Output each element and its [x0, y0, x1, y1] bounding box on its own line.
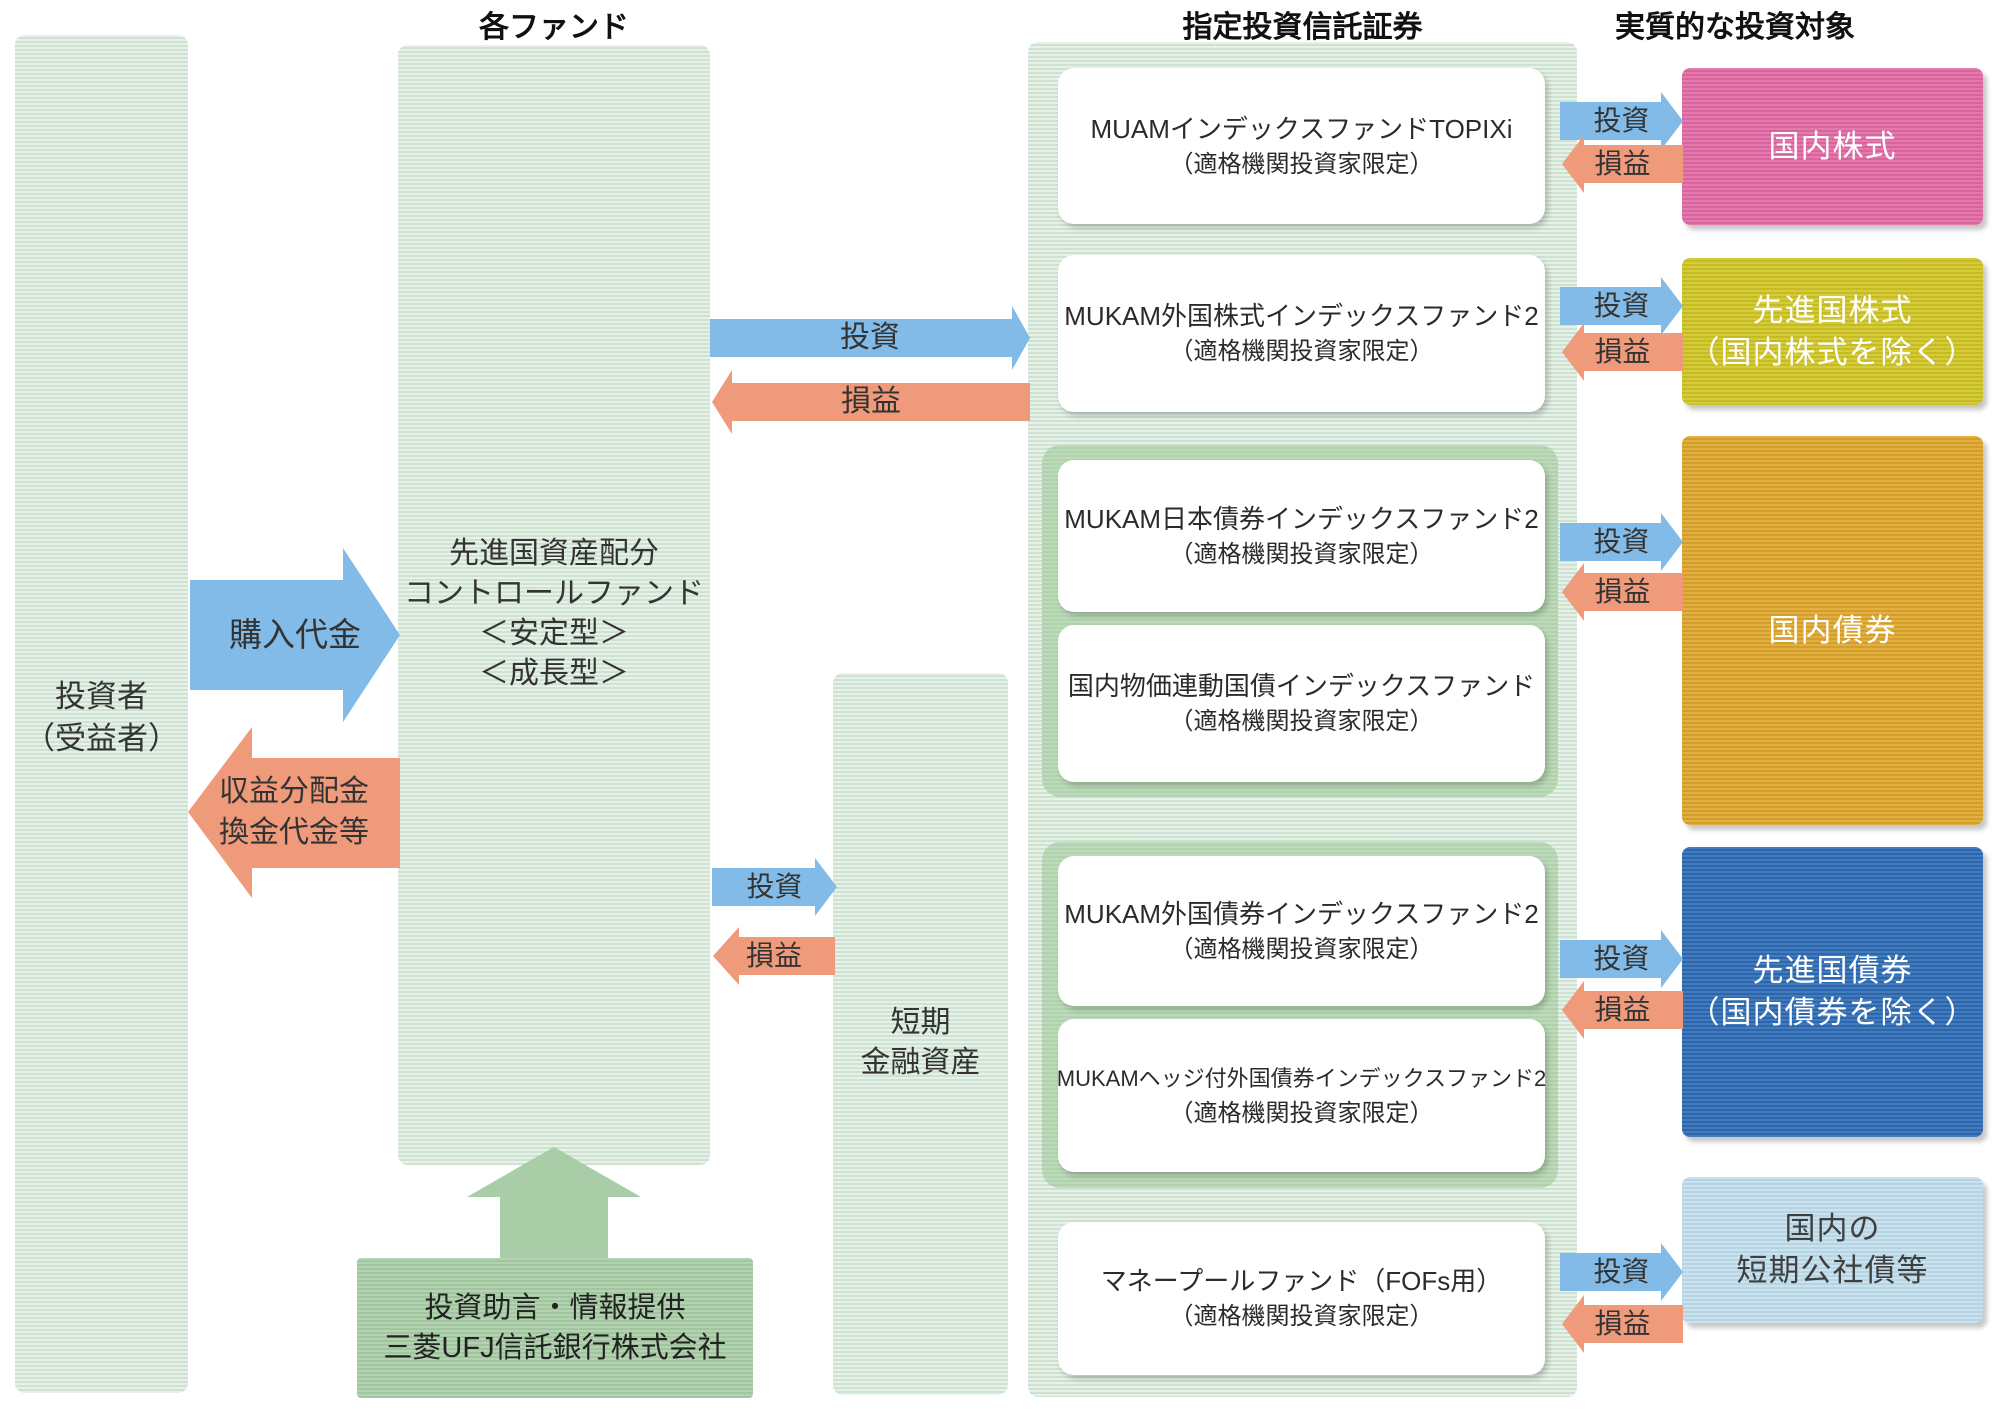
target-label: 国内の — [1784, 1211, 1881, 1246]
short-term-line1: 短期 — [890, 1006, 951, 1039]
profit-arrow-label: 損益 — [1594, 576, 1651, 608]
profit-arrow-domestic-equity: 損益 — [1562, 135, 1683, 193]
advisor-arrow-head — [467, 1147, 641, 1197]
advisor-line2: 三菱UFJ信託銀行株式会社 — [383, 1332, 727, 1364]
short-term-assets-label: 短期 金融資産 — [833, 1003, 1008, 1083]
fund-note: （適格機関投資家限定） — [1169, 540, 1434, 568]
investor-line1: 投資者 — [55, 679, 148, 714]
profit-arrow-label: 損益 — [1594, 336, 1651, 368]
profit-arrow-label: 損益 — [1594, 148, 1651, 180]
header-each-fund: 各ファンド — [479, 11, 629, 44]
fund-note: （適格機関投資家限定） — [1169, 338, 1434, 365]
advisor-line1: 投資助言・情報提供 — [424, 1292, 686, 1324]
fund-note: （適格機関投資家限定） — [1169, 1303, 1434, 1330]
target-label: 先進国債券 — [1752, 953, 1913, 988]
investor-bar — [15, 35, 188, 1393]
short-term-line2: 金融資産 — [860, 1046, 981, 1079]
fund-name: MUAMインデックスファンドTOPIXi — [1090, 113, 1513, 144]
fund-name: MUKAMヘッジ付外国債券インデックスファンド2 — [1056, 1066, 1547, 1091]
target-short-term-bonds: 国内の 短期公社債等 — [1682, 1177, 1983, 1323]
invest-arrow-developed-equity: 投資 — [1560, 277, 1683, 335]
fund-box-foreign-bond: MUKAM外国債券インデックスファンド2 （適格機関投資家限定） — [1058, 856, 1545, 1006]
invest-arrow-label: 投資 — [1593, 1256, 1650, 1288]
invest-arrow-label: 投資 — [840, 320, 900, 354]
target-label: 先進国株式 — [1752, 292, 1913, 328]
advisor-arrow-shaft — [500, 1196, 608, 1260]
header-designated-securities: 指定投資信託証券 — [1182, 11, 1423, 44]
investor-line2: （受益者） — [24, 721, 179, 756]
fund-box-money-pool: マネープールファンド（FOFs用） （適格機関投資家限定） — [1058, 1222, 1545, 1375]
target-label: 国内株式 — [1768, 128, 1897, 164]
profit-arrow-developed-equity: 損益 — [1562, 323, 1683, 381]
fund-name: MUKAM日本債券インデックスファンド2 — [1064, 503, 1539, 534]
profit-arrow-label: 損益 — [1594, 994, 1651, 1026]
invest-arrow-label: 投資 — [1593, 943, 1650, 975]
invest-arrow-short-term-bonds: 投資 — [1560, 1243, 1683, 1301]
header-actual-targets: 実質的な投資対象 — [1615, 11, 1855, 44]
fund-box-hedged-foreign-bond: MUKAMヘッジ付外国債券インデックスファンド2 （適格機関投資家限定） — [1056, 1019, 1547, 1172]
fund-note: （適格機関投資家限定） — [1169, 150, 1434, 178]
invest-arrow-domestic-equity: 投資 — [1560, 92, 1683, 150]
fund-name: MUKAM外国株式インデックスファンド2 — [1064, 301, 1539, 331]
purchase-arrow: 購入代金 — [190, 548, 400, 722]
fund-note: （適格機関投資家限定） — [1169, 935, 1434, 963]
fund-name: 国内物価連動国債インデックスファンド — [1067, 671, 1536, 701]
target-label2: （国内債券を除く） — [1688, 995, 1977, 1030]
invest-arrow-label: 投資 — [746, 871, 803, 903]
target-label: 国内債券 — [1768, 612, 1897, 648]
redemption-arrow-label2: 換金代金等 — [219, 815, 369, 849]
fund-note: （適格機関投資家限定） — [1169, 708, 1434, 735]
fund-box-topixi: MUAMインデックスファンドTOPIXi （適格機関投資家限定） — [1058, 68, 1545, 224]
allocation-fund-bar — [398, 45, 710, 1165]
allocation-fund-line4: ＜成長型＞ — [479, 657, 629, 690]
fund-box-inflation-linked: 国内物価連動国債インデックスファンド （適格機関投資家限定） — [1058, 625, 1545, 782]
target-developed-equity: 先進国株式 （国内株式を除く） — [1682, 258, 1983, 405]
fund-name: マネープールファンド（FOFs用） — [1100, 1266, 1503, 1296]
target-developed-bond: 先進国債券 （国内債券を除く） — [1682, 847, 1983, 1137]
target-label2: 短期公社債等 — [1736, 1253, 1929, 1288]
redemption-arrow: 収益分配金 換金代金等 — [188, 727, 400, 898]
purchase-arrow-label: 購入代金 — [229, 615, 361, 653]
profit-arrow-label: 損益 — [745, 940, 802, 972]
investor-label: 投資者 （受益者） — [15, 676, 188, 760]
profit-arrow-main: 損益 — [712, 370, 1030, 434]
fund-note: （適格機関投資家限定） — [1169, 1100, 1434, 1127]
invest-arrow-label: 投資 — [1593, 526, 1650, 558]
allocation-fund-label: 先進国資産配分 コントロールファンド ＜安定型＞ ＜成長型＞ — [398, 534, 710, 694]
profit-arrow-developed-bond: 損益 — [1562, 981, 1683, 1039]
invest-arrow-main: 投資 — [710, 306, 1030, 370]
fund-box-japan-bond: MUKAM日本債券インデックスファンド2 （適格機関投資家限定） — [1058, 460, 1545, 612]
advisor-box: 投資助言・情報提供 三菱UFJ信託銀行株式会社 — [357, 1258, 753, 1398]
allocation-fund-line2: コントロールファンド — [404, 577, 704, 610]
invest-arrow-short-term: 投資 — [712, 858, 837, 916]
fund-name: MUKAM外国債券インデックスファンド2 — [1064, 898, 1539, 929]
profit-arrow-label: 損益 — [841, 384, 901, 418]
profit-arrow-short-term-bonds: 損益 — [1562, 1295, 1683, 1353]
allocation-fund-line1: 先進国資産配分 — [449, 537, 659, 570]
profit-arrow-domestic-bond: 損益 — [1562, 563, 1683, 621]
invest-arrow-domestic-bond: 投資 — [1560, 513, 1683, 571]
profit-arrow-short-term: 損益 — [713, 927, 835, 985]
invest-arrow-developed-bond: 投資 — [1560, 930, 1683, 988]
target-domestic-equity: 国内株式 — [1682, 68, 1983, 225]
allocation-fund-line3: ＜安定型＞ — [479, 617, 629, 650]
target-label2: （国内株式を除く） — [1688, 334, 1977, 370]
redemption-arrow-label1: 収益分配金 — [219, 775, 369, 808]
invest-arrow-label: 投資 — [1593, 105, 1650, 137]
invest-arrow-label: 投資 — [1593, 290, 1650, 322]
target-domestic-bond: 国内債券 — [1682, 436, 1983, 825]
fund-box-foreign-equity: MUKAM外国株式インデックスファンド2 （適格機関投資家限定） — [1058, 255, 1545, 412]
short-term-assets-bar — [833, 673, 1008, 1395]
profit-arrow-label: 損益 — [1594, 1308, 1651, 1340]
